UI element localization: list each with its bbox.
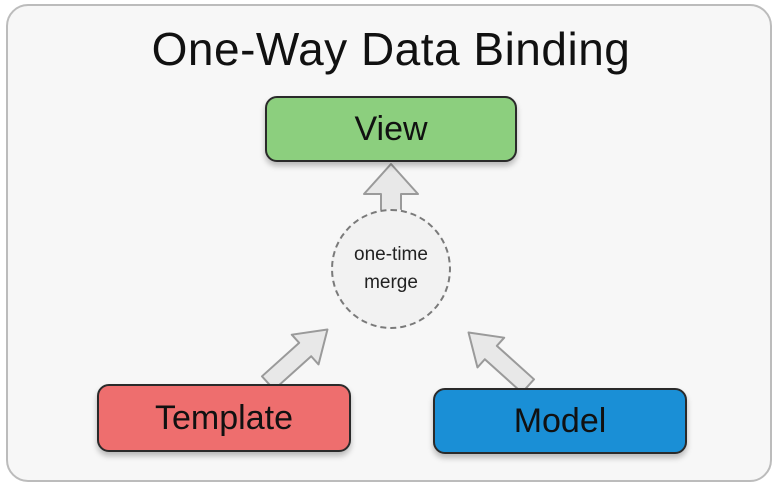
merge-label: one-time merge bbox=[354, 244, 428, 293]
view-label: View bbox=[354, 109, 428, 148]
diagram-title: One-Way Data Binding bbox=[151, 23, 631, 75]
model-node: Model bbox=[433, 388, 687, 454]
template-label: Template bbox=[155, 398, 293, 437]
one-time-merge-circle: one-time merge bbox=[331, 209, 451, 329]
view-node: View bbox=[265, 96, 517, 162]
arrow-model-to-merge bbox=[467, 331, 536, 394]
model-label: Model bbox=[513, 401, 607, 440]
template-node: Template bbox=[97, 384, 351, 452]
